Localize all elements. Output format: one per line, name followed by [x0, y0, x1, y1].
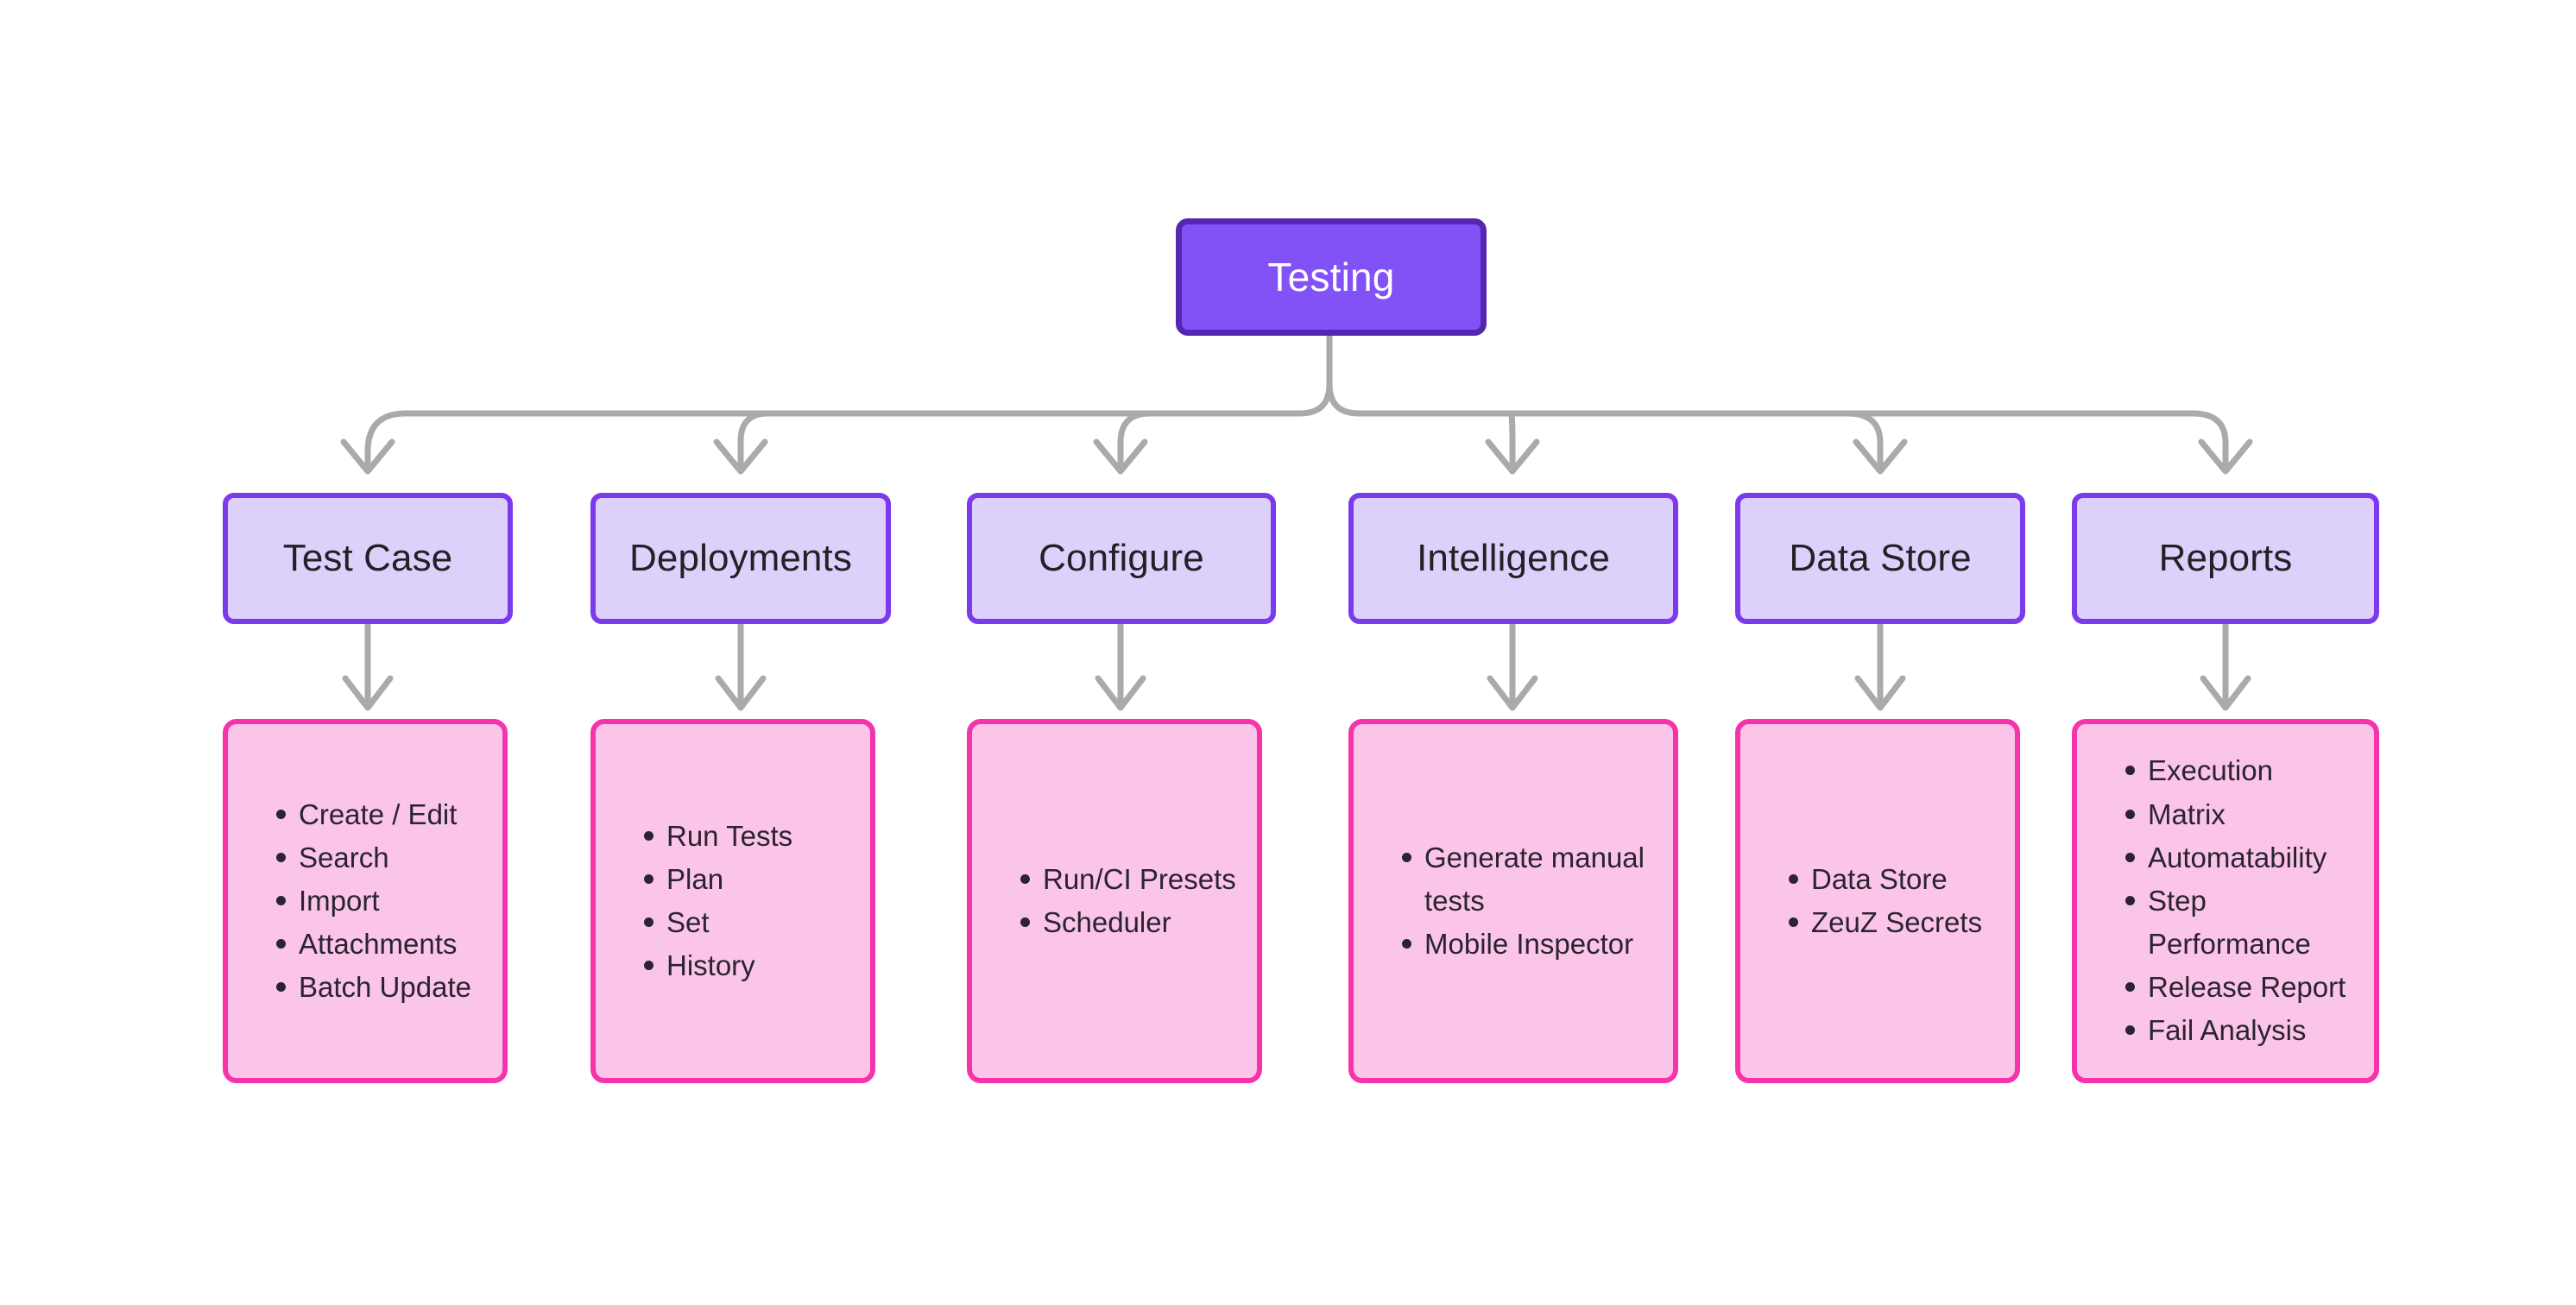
leaf-item: Import — [276, 879, 487, 923]
leaf-item: Batch Update — [276, 966, 487, 1009]
leaf-item: Mobile Inspector — [1402, 923, 1657, 966]
leaf-item: Search — [276, 836, 487, 879]
arrowhead-category-6 — [2198, 438, 2253, 475]
leaf-item: History — [644, 944, 855, 987]
arrowhead-leaf-6 — [2200, 675, 2251, 711]
category-node-label: Reports — [2158, 537, 2293, 579]
leaf-item: Plan — [644, 858, 855, 901]
root-node-testing[interactable]: Testing — [1176, 218, 1487, 336]
edge-bus-right-2 — [1355, 410, 1884, 470]
leaf-item: Scheduler — [1020, 901, 1241, 944]
edge-bus-right-3 — [1355, 410, 2229, 470]
category-node-label: Deployments — [629, 537, 852, 579]
leaf-item: Fail Analysis — [2125, 1009, 2358, 1052]
arrowhead-category-1 — [340, 438, 395, 475]
category-node-intelligence[interactable]: Intelligence — [1348, 493, 1678, 624]
leaf-item: Execution — [2125, 749, 2358, 792]
leaf-item: Run Tests — [644, 815, 855, 858]
leaf-item: Set — [644, 901, 855, 944]
category-node-reports[interactable]: Reports — [2072, 493, 2379, 624]
leaf-item: Data Store — [1789, 858, 1999, 901]
arrowhead-category-5 — [1853, 438, 1908, 475]
category-node-label: Data Store — [1789, 537, 1972, 579]
category-node-test-case[interactable]: Test Case — [223, 493, 513, 624]
category-node-label: Test Case — [282, 537, 453, 579]
leaf-item: Create / Edit — [276, 793, 487, 836]
edge-root-stem — [1257, 331, 1333, 417]
edge-bus-left-2 — [737, 410, 1304, 470]
edge-root-stem-right — [1326, 381, 1402, 417]
edge-bus-left — [364, 410, 1304, 470]
leaf-item: Release Report — [2125, 966, 2358, 1009]
leaf-item: Step Performance — [2125, 879, 2358, 966]
arrowhead-leaf-3 — [1095, 675, 1146, 711]
arrowhead-leaf-1 — [342, 675, 394, 711]
leaf-item: ZeuZ Secrets — [1789, 901, 1999, 944]
leaf-item: Run/CI Presets — [1020, 858, 1241, 901]
category-node-label: Configure — [1039, 537, 1204, 579]
edge-bus-left-3 — [1117, 410, 1304, 470]
arrowhead-category-2 — [713, 438, 768, 475]
leaf-item: Matrix — [2125, 793, 2358, 836]
arrowhead-leaf-5 — [1854, 675, 1906, 711]
leaf-item: Attachments — [276, 923, 487, 966]
category-node-deployments[interactable]: Deployments — [590, 493, 891, 624]
arrowhead-category-3 — [1093, 438, 1148, 475]
category-node-configure[interactable]: Configure — [967, 493, 1276, 624]
category-node-data-store[interactable]: Data Store — [1735, 493, 2025, 624]
edge-bus-right-1 — [1355, 410, 1516, 470]
arrowhead-leaf-4 — [1487, 675, 1538, 711]
arrowhead-category-4 — [1485, 438, 1540, 475]
category-node-label: Intelligence — [1417, 537, 1610, 579]
arrowhead-leaf-2 — [715, 675, 767, 711]
leaf-item: Automatability — [2125, 836, 2358, 879]
root-node-label: Testing — [1267, 255, 1395, 299]
leaf-item: Generate manual tests — [1402, 836, 1657, 923]
